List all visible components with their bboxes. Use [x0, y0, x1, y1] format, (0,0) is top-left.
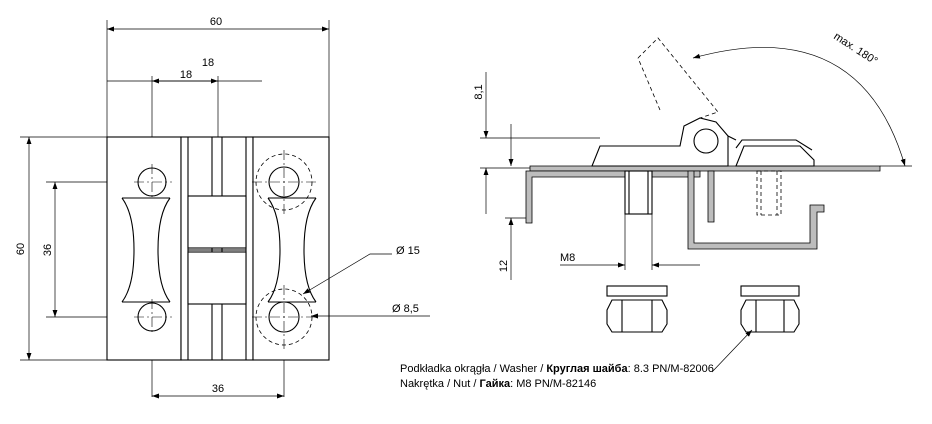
right-channel: [687, 170, 825, 250]
hinge-pin: [693, 128, 719, 154]
note-washer: Podkładka okrągła / Washer / Круглая шай…: [400, 363, 714, 375]
dim-diameter-15: Ø 15: [396, 245, 420, 257]
dim-width-60: 60: [210, 16, 222, 28]
hinge-front-view: 60 18 18 60 36 36 Ø 15 Ø 8,5: [15, 16, 430, 399]
nut-right: [740, 299, 800, 333]
dim-diameter-8-5: Ø 8,5: [392, 303, 419, 315]
washer-left: [606, 285, 668, 297]
nut-left: [606, 299, 668, 333]
mounting-plate: [529, 165, 881, 172]
dim-offset-18: 18: [180, 69, 192, 81]
dim-spacing-36-horizontal: 36: [212, 383, 224, 395]
dim-thread-m8: M8: [560, 252, 575, 264]
rotation-arc: [692, 47, 906, 167]
rotation-label: max. 180°: [831, 30, 879, 67]
dim-height-60: 60: [15, 243, 27, 255]
hinge-side-view: max. 180° 8,1 12 M8 Podkładka okrągła / …: [400, 30, 912, 390]
dim-stud-12: 12: [498, 260, 510, 272]
left-bracket: [525, 170, 701, 224]
note-nut: Nakrętka / Nut / Гайка: M8 PN/M-82146: [400, 378, 596, 390]
swung-leaf-dashed: [637, 37, 719, 119]
dim-thickness-8-1: 8,1: [473, 84, 485, 99]
washer-right: [740, 285, 800, 297]
dim-spacing-36-vertical: 36: [42, 244, 54, 256]
dim-offset-18-upper: 18: [202, 57, 214, 69]
